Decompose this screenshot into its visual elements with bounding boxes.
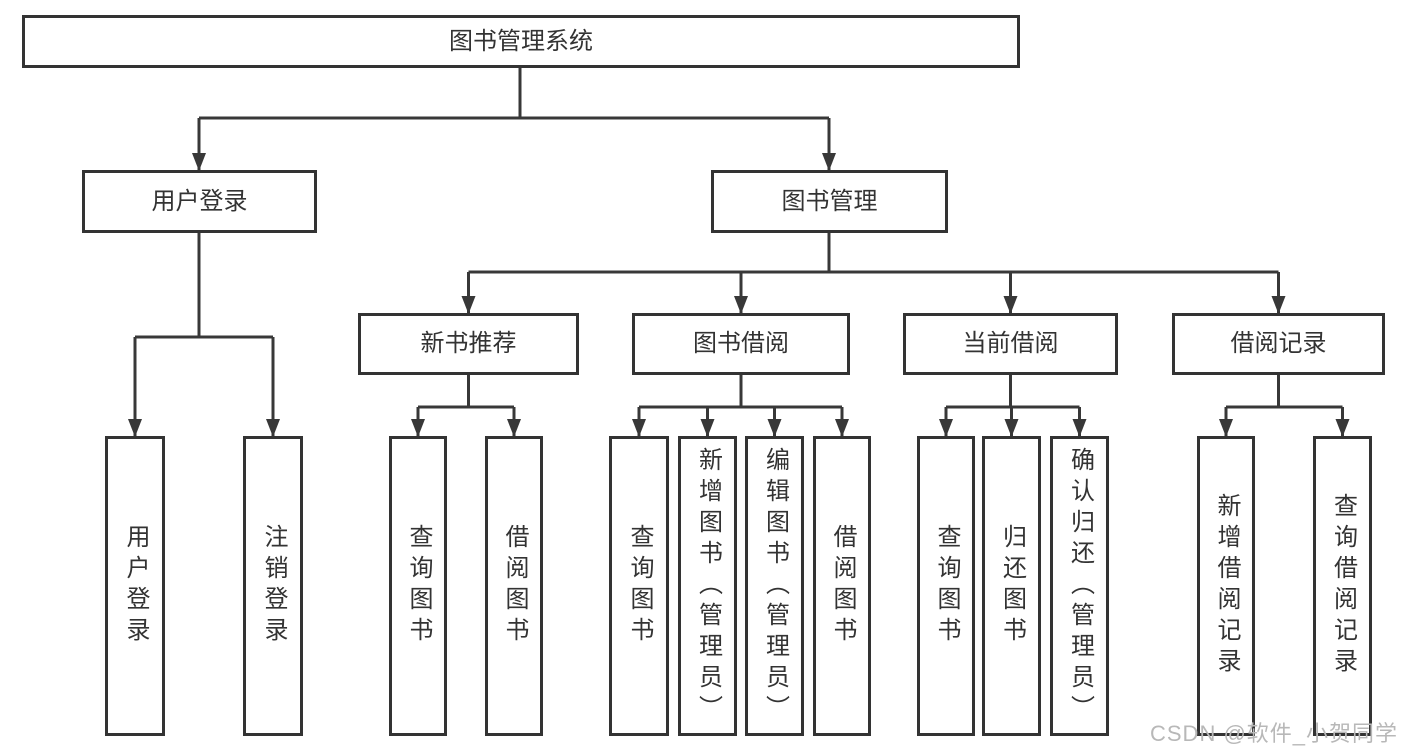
node-root-library-system: 图书管理系统 [22, 15, 1020, 68]
leaf-borrow-borrow-books: 借阅图书 [813, 436, 871, 736]
leaf-logout: 注销登录 [243, 436, 303, 736]
leaf-records-query-record: 查询借阅记录 [1313, 436, 1372, 736]
node-book-borrow: 图书借阅 [632, 313, 850, 375]
leaf-current-confirm-return-admin: 确认归还（管理员） [1050, 436, 1109, 736]
node-book-management: 图书管理 [711, 170, 948, 233]
leaf-borrow-query-books: 查询图书 [609, 436, 669, 736]
node-user-login: 用户登录 [82, 170, 317, 233]
leaf-newbook-query-books: 查询图书 [389, 436, 447, 736]
leaf-newbook-borrow-books: 借阅图书 [485, 436, 543, 736]
leaf-current-query-books: 查询图书 [917, 436, 975, 736]
csdn-watermark: CSDN @软件_小贺同学 [1150, 721, 1399, 746]
leaf-records-add-record: 新增借阅记录 [1197, 436, 1255, 736]
leaf-borrow-add-books-admin: 新增图书（管理员） [678, 436, 737, 736]
leaf-user-login: 用户登录 [105, 436, 165, 736]
leaf-borrow-edit-books-admin: 编辑图书（管理员） [745, 436, 804, 736]
node-current-borrow: 当前借阅 [903, 313, 1118, 375]
node-new-book-recommend: 新书推荐 [358, 313, 579, 375]
leaf-current-return-books: 归还图书 [982, 436, 1041, 736]
node-borrow-records: 借阅记录 [1172, 313, 1385, 375]
